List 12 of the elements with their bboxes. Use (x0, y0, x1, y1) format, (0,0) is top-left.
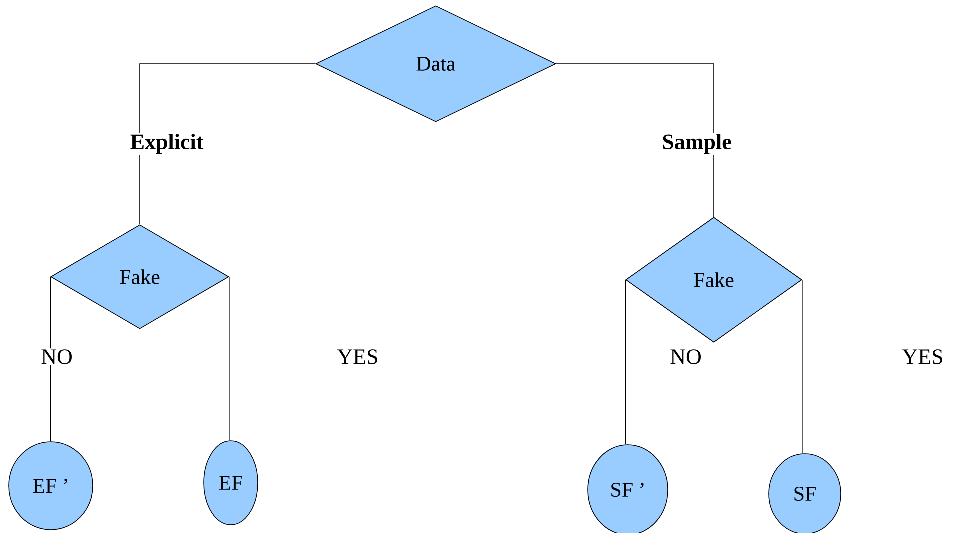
edge-label: Sample (661, 133, 733, 155)
connector-line (50, 276, 51, 442)
connector-line (625, 280, 626, 445)
edge-label: YES (901, 348, 945, 366)
edge-label: Explicit (129, 133, 205, 155)
edge-label: NO (40, 348, 74, 366)
edge-label: YES (336, 348, 380, 366)
edge-label: NO (669, 348, 703, 366)
connector-line (140, 64, 316, 225)
connector-line (556, 64, 714, 218)
connector-line (802, 280, 803, 454)
connector-line (229, 276, 230, 441)
